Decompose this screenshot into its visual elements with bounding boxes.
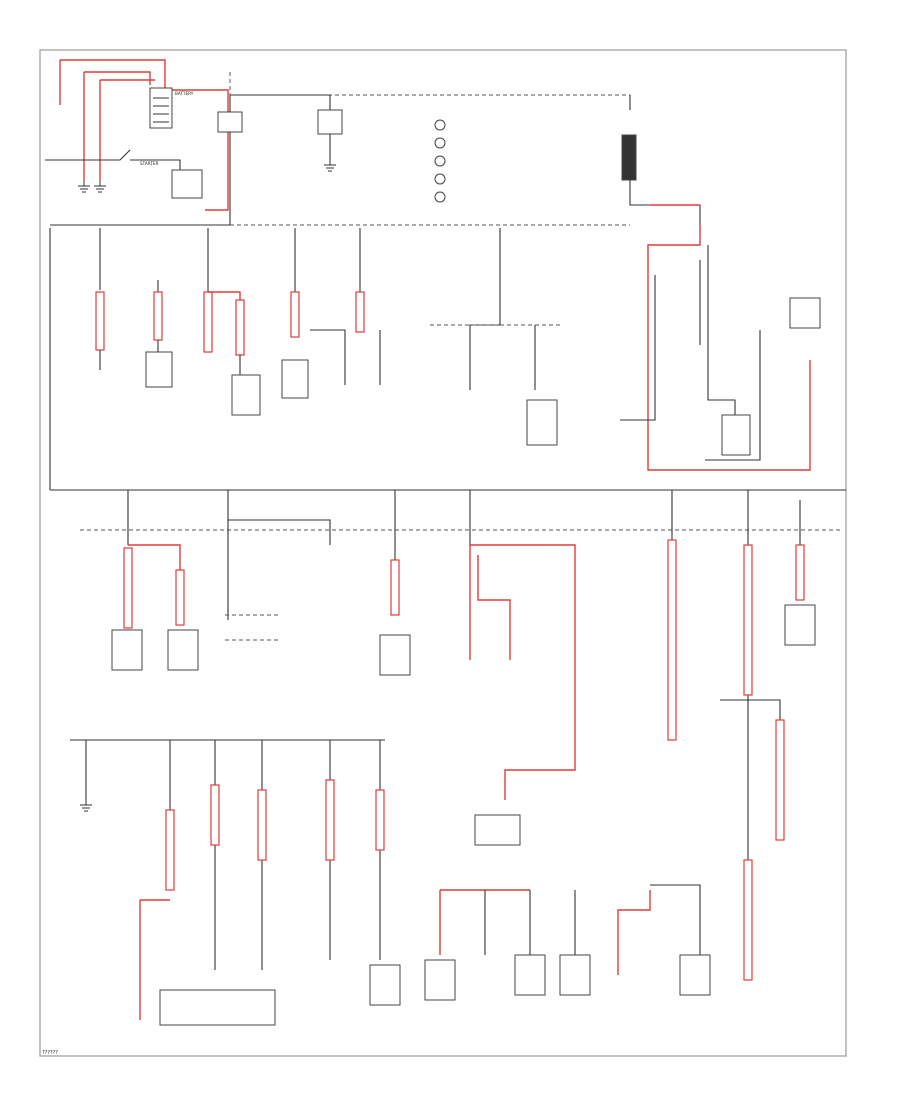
bottom-red-right — [617, 890, 651, 975]
fuse-r3-5 — [667, 539, 677, 741]
fuse-r3-1 — [123, 547, 133, 629]
relay-icon — [434, 137, 446, 149]
c5b — [310, 329, 346, 385]
fuse-r4-2 — [165, 809, 175, 891]
fuse-r3-6 — [743, 544, 753, 696]
ground-icon — [324, 160, 336, 172]
fuse-r3-3 — [390, 559, 400, 616]
component-bottom-2 — [514, 954, 546, 996]
component-c3 — [231, 374, 261, 416]
fuse-r4-3 — [210, 784, 220, 846]
battery-cable-red-3 — [84, 71, 151, 85]
right-ckt-d — [620, 275, 656, 421]
fuse-c4 — [290, 291, 300, 338]
starter-motor — [171, 169, 203, 199]
relay-icon — [434, 191, 446, 203]
component-c6 — [526, 399, 558, 446]
fuse-c3b — [235, 299, 245, 356]
fuse-right-branch — [775, 719, 785, 841]
diagram-frame — [39, 49, 847, 1057]
battery-cell-lines — [153, 97, 169, 123]
junction-block-fuse — [317, 109, 343, 135]
component-r3-center — [474, 814, 521, 846]
component-c2 — [145, 351, 173, 388]
c6 — [469, 228, 501, 390]
battery-label: BATTERY — [175, 91, 194, 96]
ecm-box — [159, 989, 276, 1026]
main-bus-top — [230, 94, 331, 130]
fuse-r4-5 — [325, 779, 335, 861]
fuse-r3-7 — [795, 544, 805, 601]
underhood-fuse-block — [217, 72, 701, 226]
c3-red — [208, 291, 241, 300]
starter-label: STARTER — [140, 161, 159, 166]
fuse-right-bottom — [743, 859, 753, 981]
bottom-ckt-right — [650, 884, 701, 955]
r3-c2b — [228, 519, 331, 545]
r3-red-c — [477, 555, 511, 660]
battery-cable-red-7 — [164, 80, 229, 211]
right-red-loop — [647, 225, 811, 471]
r3-c2-dashed — [225, 614, 280, 641]
row-two-circuits — [49, 225, 821, 490]
component-c4 — [281, 359, 309, 399]
right-ckt-b — [707, 245, 736, 420]
fusible-link-box — [621, 134, 637, 181]
bus-right-down — [629, 180, 701, 225]
component-bottom-3 — [559, 954, 591, 996]
row-three-circuits — [111, 490, 816, 846]
battery-cable-red — [60, 59, 166, 80]
fuse-r4-4 — [257, 789, 267, 861]
component-r3-2 — [167, 629, 199, 671]
component-r3-3 — [379, 634, 411, 676]
right-branch — [720, 699, 781, 840]
r3-red-main — [470, 544, 576, 800]
component-right-b — [789, 297, 821, 329]
battery-section: BATTERY STARTER — [45, 59, 229, 211]
component-bottom-1 — [424, 959, 456, 1001]
row-four-circuits — [70, 699, 785, 1026]
fuse-r3-2 — [175, 569, 185, 626]
r4-red-ecm — [139, 899, 170, 1020]
relay-icon — [434, 119, 446, 131]
component-right-a — [721, 414, 751, 456]
starter-wire — [45, 149, 181, 175]
ground-icon — [78, 180, 106, 193]
relay-icon — [434, 173, 446, 185]
relay-icon — [434, 155, 446, 167]
fuse-c3 — [203, 291, 213, 353]
fuse-c5 — [355, 291, 365, 333]
component-r3-1 — [111, 629, 143, 671]
component-bottom-right — [679, 954, 711, 996]
mega-fuse — [217, 111, 243, 133]
relay-list — [434, 119, 446, 203]
fuse-r4-6 — [375, 789, 385, 851]
ground-icon — [80, 800, 92, 812]
component-r3-7 — [784, 604, 816, 646]
page-ref: ?????? — [42, 1050, 58, 1056]
r3-red-1 — [128, 544, 181, 570]
fuse-c2 — [153, 291, 163, 341]
fuse-c1 — [95, 291, 105, 351]
component-r4-6 — [369, 964, 401, 1006]
right-ckt-c — [705, 330, 761, 461]
